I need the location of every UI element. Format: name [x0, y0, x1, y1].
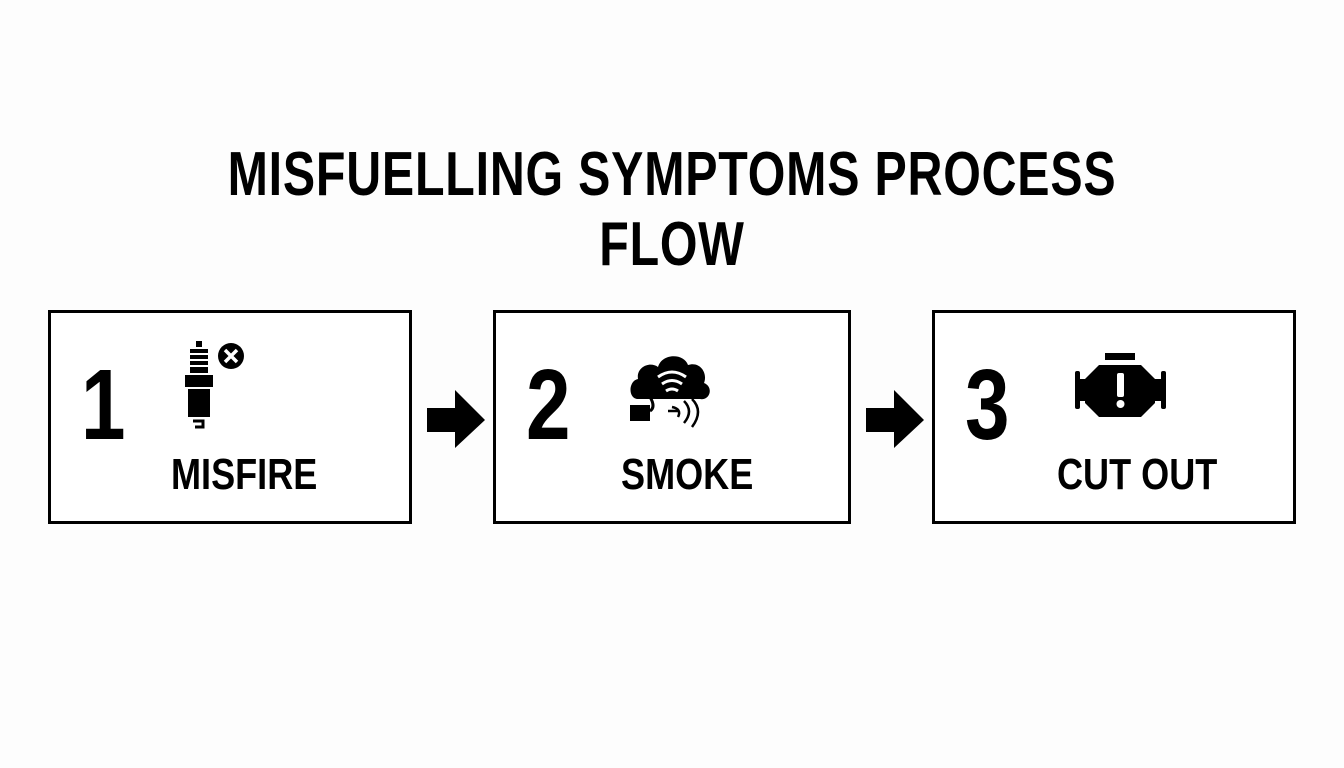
- step-label: MISFIRE: [171, 450, 318, 499]
- step-box-misfire: 1 MISFIRE: [48, 310, 412, 524]
- check-engine-warning-icon: [1075, 353, 1166, 417]
- step-box-smoke: 2 SMOKE: [493, 310, 851, 524]
- step-box-cut-out: 3 CUT OUT: [932, 310, 1296, 524]
- arrow-right-icon: [866, 390, 924, 448]
- step-number: 1: [81, 349, 126, 461]
- step-number: 3: [965, 349, 1010, 461]
- arrow-right-icon: [427, 390, 485, 448]
- step-label: CUT OUT: [1057, 450, 1218, 499]
- step-label: SMOKE: [621, 450, 754, 499]
- spark-plug-error-icon: [185, 341, 244, 429]
- exhaust-smoke-icon: [630, 356, 710, 428]
- step-number: 2: [526, 349, 571, 461]
- diagram-title: MISFUELLING SYMPTOMS PROCESS FLOW: [227, 140, 1117, 279]
